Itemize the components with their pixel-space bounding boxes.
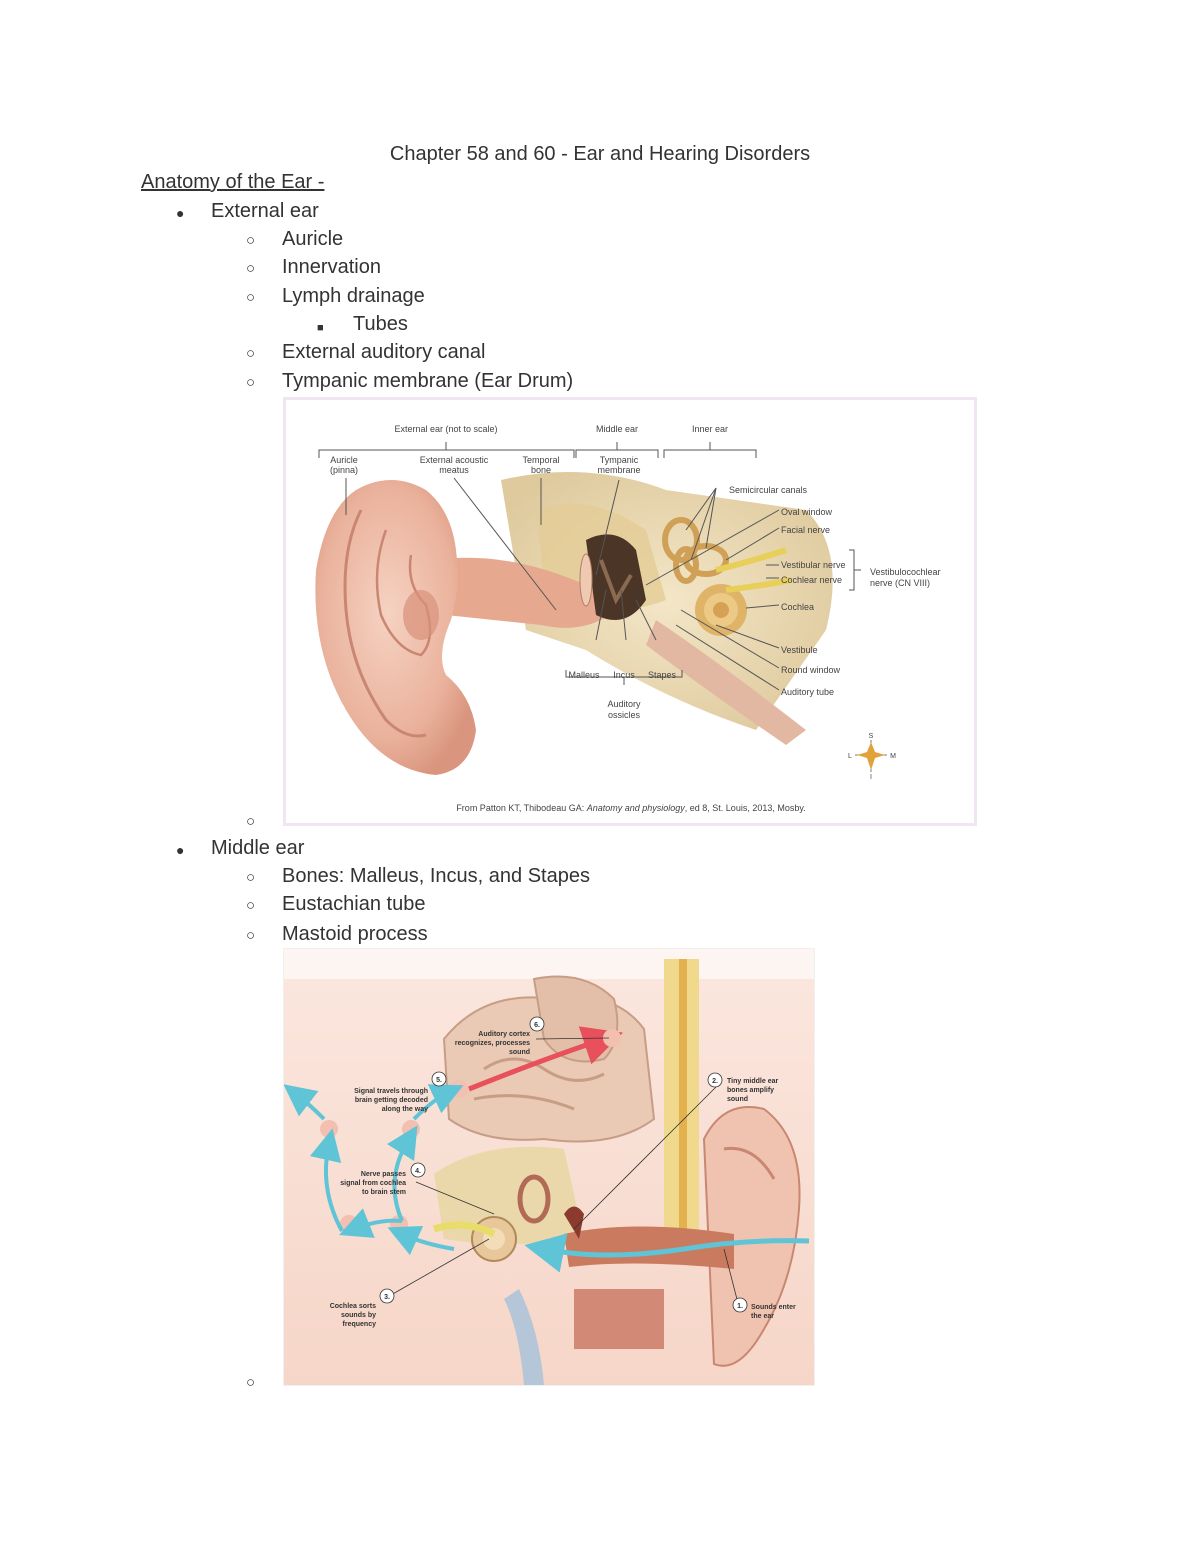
bullet-hollow: ○ [246,927,256,944]
compass-l: L [848,753,852,760]
list-item: Bones: Malleus, Incus, and Stapes [282,865,590,887]
bullet-hollow: ○ [246,345,256,362]
step-4-text-2: signal from cochlea [340,1180,406,1187]
label-round-window: Round window [781,665,841,675]
step-4-text: Nerve passes [361,1171,406,1178]
label-temporal: Temporal [522,455,559,465]
hearing-pathway-illustration: 6. 2. 5. 4. 3. 1. Auditory cortex recogn… [283,949,814,1385]
bullet-hollow: ○ [246,869,256,886]
list-item: Eustachian tube [282,893,426,915]
label-cochlea: Cochlea [781,602,814,612]
label-external-ear: External ear (not to scale) [394,424,497,434]
bullet-filled: ● [176,842,185,858]
ear-anatomy-figure: External ear (not to scale) Middle ear I… [283,397,977,826]
label-oval-window: Oval window [781,507,833,517]
step-6-text-2: recognizes, processes [455,1040,530,1047]
list-item: Tympanic membrane (Ear Drum) [282,370,574,392]
compass-i: I [870,774,872,781]
label-auricle: Auricle [330,455,358,465]
step-3-number: 3. [384,1294,390,1301]
step-4-number: 4. [415,1168,421,1175]
label-vestibule: Vestibule [781,645,818,655]
label-eam-2: meatus [439,465,469,475]
label-tympanic-2: membrane [597,465,640,475]
step-2-text-3: sound [727,1096,748,1103]
step-1-number: 1. [737,1303,743,1310]
label-vestibulocochlear: Vestibulocochlear [870,567,941,577]
bullet-hollow: ○ [246,289,256,306]
page-title: Chapter 58 and 60 - Ear and Hearing Diso… [389,143,811,165]
label-ossicles-2: ossicles [608,710,641,720]
step-2-text-2: bones amplify [727,1087,774,1094]
step-2-text: Tiny middle ear [727,1078,778,1085]
step-5-text-3: along the way [382,1106,428,1113]
label-auditory-tube: Auditory tube [781,687,834,697]
bullet-hollow: ○ [246,260,256,277]
label-semicircular: Semicircular canals [729,485,808,495]
step-3-text: Cochlea sorts [330,1303,376,1310]
list-item-middle-ear: Middle ear [211,837,305,859]
bullet-filled: ● [176,205,185,221]
bullet-hollow: ○ [246,232,256,249]
compass-s: S [869,733,874,740]
list-item: Auricle [282,228,344,250]
hearing-pathway-figure: 6. 2. 5. 4. 3. 1. Auditory cortex recogn… [283,948,815,1386]
list-item: Mastoid process [282,923,428,945]
label-vestibulocochlear-2: nerve (CN VIII) [870,578,930,588]
list-item-external-ear: External ear [211,200,319,222]
figure-caption: From Patton KT, Thibodeau GA: Anatomy an… [456,803,805,813]
label-middle-ear: Middle ear [596,424,638,434]
bullet-square: ■ [317,322,324,334]
compass-m: M [890,753,896,760]
step-1-text: Sounds enter [751,1304,796,1311]
step-3-text-3: frequency [343,1321,377,1328]
ear-anatomy-illustration: External ear (not to scale) Middle ear I… [315,424,941,813]
list-item: Innervation [282,256,381,278]
step-5-text-2: brain getting decoded [355,1097,428,1104]
label-inner-ear: Inner ear [692,424,728,434]
label-stapes: Stapes [648,670,677,680]
label-malleus: Malleus [568,670,600,680]
label-temporal-2: bone [531,465,551,475]
list-item: Tubes [353,313,408,335]
label-ossicles: Auditory [607,699,641,709]
step-6-number: 6. [534,1022,540,1029]
compass-icon [855,740,887,772]
step-6-text-3: sound [509,1049,530,1056]
step-5-text: Signal travels through [354,1088,428,1095]
bullet-hollow: ○ [246,897,256,914]
label-cochlear-nerve: Cochlear nerve [781,575,842,585]
bullet-hollow: ○ [246,1374,256,1391]
label-facial-nerve: Facial nerve [781,525,830,535]
step-4-text-3: to brain stem [362,1189,406,1196]
step-2-number: 2. [712,1078,718,1085]
label-incus: Incus [613,670,635,680]
label-vestibular-nerve: Vestibular nerve [781,560,846,570]
list-item: External auditory canal [282,341,486,363]
bullet-hollow: ○ [246,813,256,830]
section-heading: Anatomy of the Ear - [141,171,325,193]
step-6-text: Auditory cortex [478,1031,530,1038]
list-item: Lymph drainage [282,285,425,307]
label-tympanic: Tympanic [600,455,639,465]
label-pinna: (pinna) [330,465,358,475]
bullet-hollow: ○ [246,374,256,391]
step-3-text-2: sounds by [341,1312,376,1319]
step-1-text-2: the ear [751,1313,774,1320]
label-eam: External acoustic [420,455,489,465]
step-5-number: 5. [436,1077,442,1084]
